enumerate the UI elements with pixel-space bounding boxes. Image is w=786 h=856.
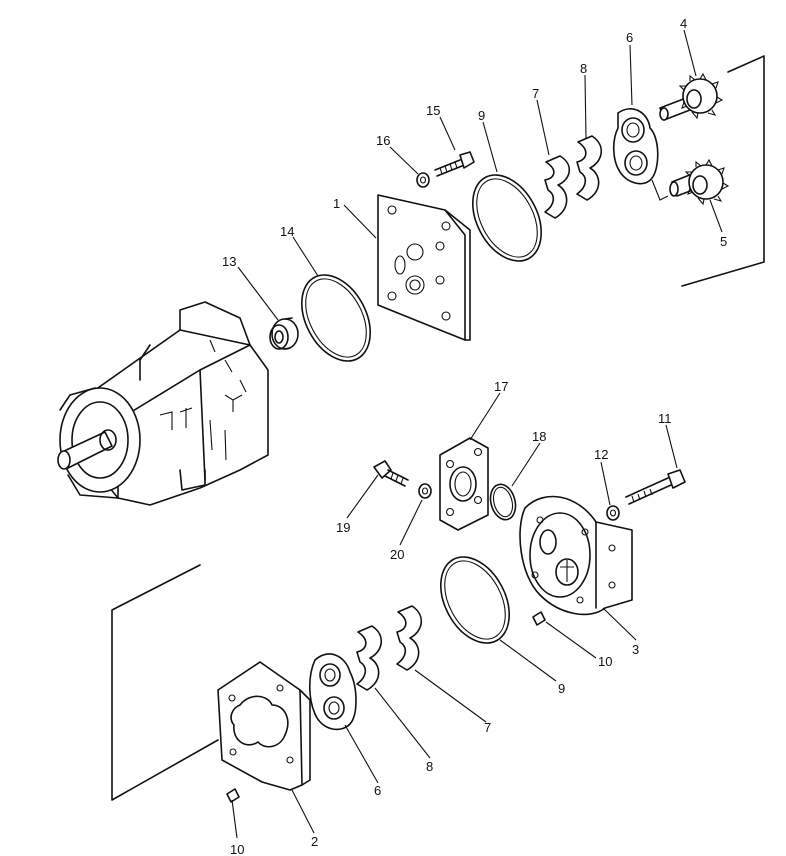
callout-1: 1 <box>333 196 340 211</box>
part-7-clip-bottom <box>396 605 422 671</box>
leader-lines <box>231 29 723 839</box>
callout-5: 5 <box>720 234 727 249</box>
part-17-cover <box>439 437 489 531</box>
part-6-bushing-bottom <box>308 653 357 731</box>
callout-labels: 1 13 14 16 15 9 7 8 6 4 5 17 18 12 11 19… <box>222 16 727 856</box>
part-5-gear <box>669 158 730 206</box>
part-15-bolt <box>434 151 475 177</box>
part-8-clip-bottom <box>356 625 382 691</box>
part-19-bolt <box>373 460 409 487</box>
part-6-bushing-top <box>612 108 659 185</box>
part-13-bearing <box>269 317 299 350</box>
part-12-washer <box>606 505 620 521</box>
part-9-o-ring-top <box>472 174 542 262</box>
part-14-o-ring <box>301 274 371 362</box>
assembly-bracket-top <box>651 55 765 287</box>
part-9-o-ring-bottom <box>440 556 510 644</box>
callout-19: 19 <box>336 520 350 535</box>
part-2-front-housing <box>217 661 311 791</box>
callout-10-right: 10 <box>598 654 612 669</box>
callout-10-bottom: 10 <box>230 842 244 856</box>
callout-3: 3 <box>632 642 639 657</box>
callout-20: 20 <box>390 547 404 562</box>
part-11-bolt <box>625 469 686 505</box>
callout-9-bottom: 9 <box>558 681 565 696</box>
callout-7-bottom: 7 <box>484 720 491 735</box>
part-8-clip-top <box>576 135 602 201</box>
part-18-o-ring-small <box>489 483 517 521</box>
part-20-washer <box>418 483 432 499</box>
callout-6-top: 6 <box>626 30 633 45</box>
part-10-dowel-bottom <box>226 788 240 803</box>
part-4-gear-shaft <box>659 72 724 121</box>
part-10-dowel-right <box>532 611 546 626</box>
callout-9-top: 9 <box>478 108 485 123</box>
part-1-plate <box>377 194 471 341</box>
callout-14: 14 <box>280 224 294 239</box>
callout-6-bottom: 6 <box>374 783 381 798</box>
callout-16: 16 <box>376 133 390 148</box>
callout-12: 12 <box>594 447 608 462</box>
callout-2: 2 <box>311 834 318 849</box>
callout-4: 4 <box>680 16 687 31</box>
assembly-bracket-bottom <box>111 564 219 801</box>
callout-15: 15 <box>426 103 440 118</box>
pump-body <box>57 301 269 506</box>
part-3-rear-housing <box>519 495 633 616</box>
part-16-washer <box>416 172 430 188</box>
part-7-clip-top <box>544 155 570 219</box>
callout-18: 18 <box>532 429 546 444</box>
callout-8-bottom: 8 <box>426 759 433 774</box>
callout-8-top: 8 <box>580 61 587 76</box>
callout-17: 17 <box>494 379 508 394</box>
callout-11: 11 <box>658 411 672 426</box>
callout-7-top: 7 <box>532 86 539 101</box>
callout-13: 13 <box>222 254 236 269</box>
